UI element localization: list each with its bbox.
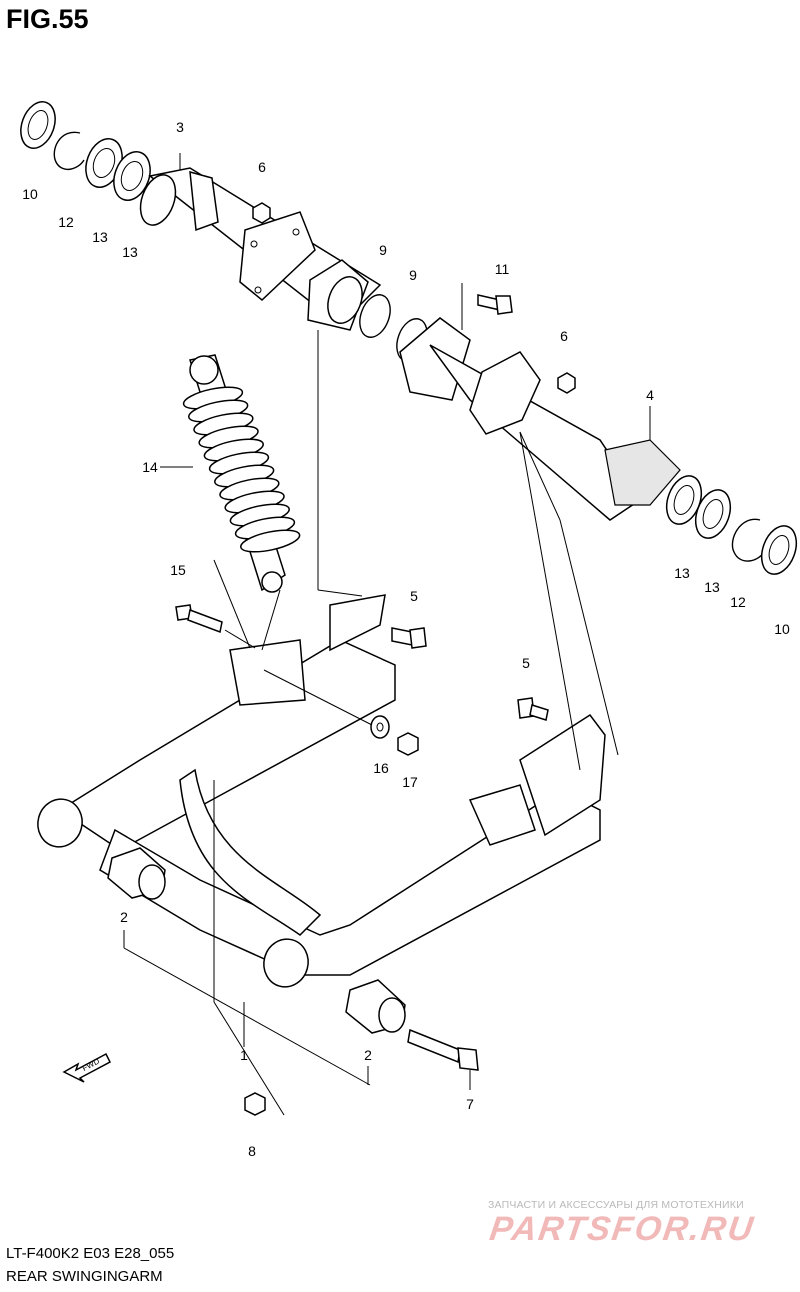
model-code: LT-F400K2 E03 E28_055 [6,1245,175,1262]
callout-10: 10 [22,186,38,202]
callout-17: 17 [402,774,418,790]
callout-6: 6 [560,328,568,344]
callout-9: 9 [409,267,417,283]
callout-2: 2 [120,909,128,925]
callout-labels: 10 12 13 13 3 6 9 9 11 6 4 13 13 12 10 1… [22,119,790,1159]
fasteners [175,604,549,1116]
figure-caption: REAR SWINGINGARM [6,1268,163,1285]
pivot-shaft-left [20,101,391,338]
bushings [107,847,406,1034]
callout-16: 16 [373,760,389,776]
callout-3: 3 [176,119,184,135]
pivot-shaft-right [396,294,798,575]
callout-11: 11 [495,261,510,277]
callout-10: 10 [774,621,790,637]
callout-5: 5 [410,588,418,604]
callout-13: 13 [122,244,138,260]
forward-arrow-icon: FWD [62,1052,111,1083]
leader-lines [123,153,651,1116]
callout-4: 4 [646,387,654,403]
callout-2: 2 [364,1047,372,1063]
callout-12: 12 [58,214,74,230]
callout-8: 8 [248,1143,256,1159]
watermark-tagline: ЗАПЧАСТИ И АКСЕССУАРЫ ДЛЯ МОТОТЕХНИКИ [488,1199,744,1211]
callout-15: 15 [170,562,186,578]
swingarm-frame [37,594,606,988]
callout-13: 13 [92,229,108,245]
watermark-logo: PARTSFOR.RU [487,1210,758,1248]
figure-title: FIG.55 [6,4,89,34]
callout-14: 14 [142,459,158,475]
callout-13: 13 [704,579,720,595]
callout-6: 6 [258,159,266,175]
callout-9: 9 [379,242,387,258]
callout-12: 12 [730,594,746,610]
callout-5: 5 [522,655,530,671]
spring-coil [240,529,301,553]
callout-1: 1 [240,1047,248,1063]
rear-shock-absorber [182,354,301,593]
callout-13: 13 [674,565,690,581]
callout-7: 7 [466,1096,474,1112]
